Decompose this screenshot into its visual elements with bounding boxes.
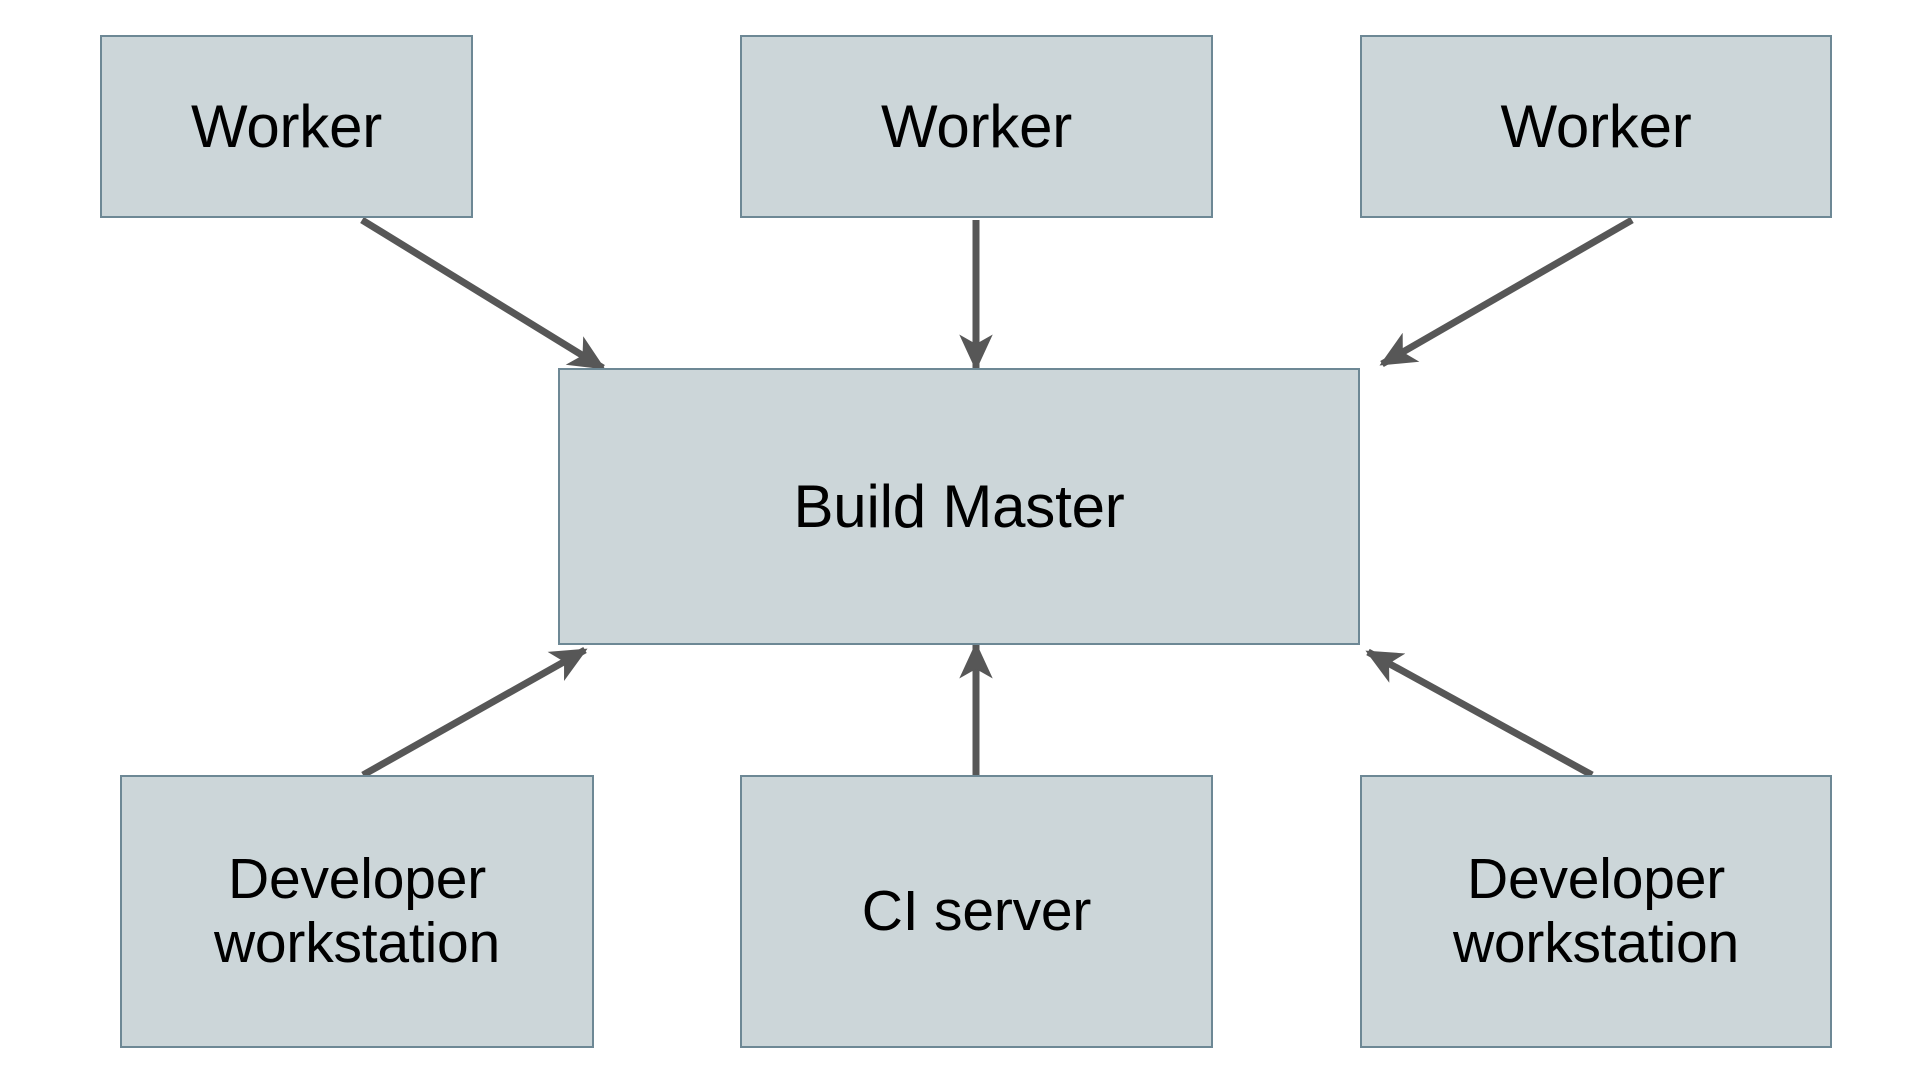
edge-devright-to-master [1365, 648, 1594, 779]
node-developer-workstation-left[interactable]: Developer workstation [120, 775, 594, 1048]
node-worker-1[interactable]: Worker [100, 35, 473, 218]
node-developer-workstation-right[interactable]: Developer workstation [1360, 775, 1832, 1048]
edge-worker1-to-master [360, 217, 606, 371]
edge-devleft-to-master [361, 646, 588, 779]
node-worker-3[interactable]: Worker [1360, 35, 1832, 218]
node-label-worker-3: Worker [1500, 92, 1692, 160]
node-label-developer-workstation-left: Developer workstation [213, 846, 501, 975]
node-label-developer-workstation-right: Developer workstation [1452, 846, 1740, 975]
node-label-build-master: Build Master [793, 472, 1125, 540]
node-worker-2[interactable]: Worker [740, 35, 1213, 218]
node-label-worker-2: Worker [880, 92, 1073, 160]
edge-worker3-to-master [1379, 216, 1634, 368]
node-label-worker-1: Worker [190, 92, 383, 160]
node-ci-server[interactable]: CI server [740, 775, 1213, 1048]
node-label-ci-server: CI server [861, 878, 1092, 943]
node-build-master[interactable]: Build Master [558, 368, 1360, 645]
